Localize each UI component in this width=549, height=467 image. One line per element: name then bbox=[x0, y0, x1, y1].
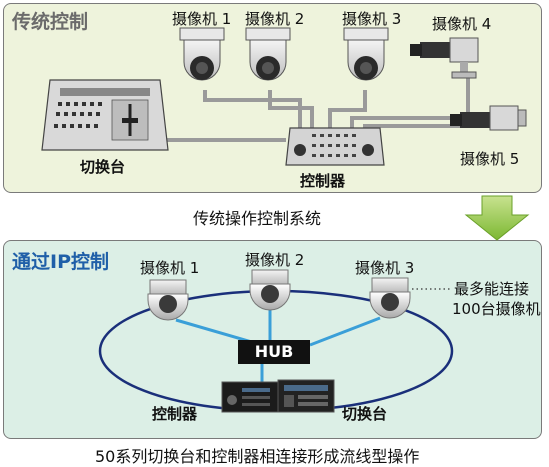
switcher-device-top bbox=[41, 79, 169, 151]
top-camera-4-label: 摄像机 4 bbox=[432, 15, 492, 33]
top-camera-3-label: 摄像机 3 bbox=[342, 10, 402, 28]
section-title-traditional: 传统控制 bbox=[12, 11, 89, 33]
top-camera-4 bbox=[410, 37, 479, 79]
top-switcher-label: 切换台 bbox=[80, 158, 126, 176]
ip-switcher-label: 切换台 bbox=[342, 405, 388, 423]
top-controller-label: 控制器 bbox=[300, 172, 346, 190]
flow-arrow bbox=[464, 195, 530, 241]
top-camera-2-label: 摄像机 2 bbox=[245, 10, 305, 28]
ip-camera-3-label: 摄像机 3 bbox=[355, 259, 415, 277]
ip-switcher-device bbox=[277, 379, 335, 413]
controller-device-top bbox=[285, 127, 385, 166]
traditional-caption: 传统操作控制系统 bbox=[193, 209, 322, 228]
top-camera-1-label: 摄像机 1 bbox=[172, 10, 232, 28]
capacity-note-line2: 100台摄像机 bbox=[452, 300, 541, 318]
top-camera-3 bbox=[343, 27, 389, 81]
ip-controller-device bbox=[221, 381, 279, 413]
top-camera-1 bbox=[179, 27, 225, 81]
ip-camera-2-label: 摄像机 2 bbox=[245, 251, 305, 269]
ip-camera-2 bbox=[249, 269, 291, 311]
hub-box bbox=[238, 340, 310, 364]
top-camera-5-label: 摄像机 5 bbox=[460, 150, 520, 168]
ip-controller-label: 控制器 bbox=[152, 405, 198, 423]
section-title-ip: 通过IP控制 bbox=[12, 251, 109, 273]
top-camera-2 bbox=[245, 27, 291, 81]
capacity-note-line1: 最多能连接 bbox=[454, 280, 530, 298]
ip-camera-1-label: 摄像机 1 bbox=[140, 259, 200, 277]
ip-camera-3 bbox=[369, 277, 411, 319]
ip-camera-1 bbox=[147, 279, 189, 321]
ip-caption: 50系列切换台和控制器相连接形成流线型操作 bbox=[95, 447, 420, 466]
hub-label: HUB bbox=[254, 342, 294, 361]
top-camera-5 bbox=[450, 105, 527, 131]
